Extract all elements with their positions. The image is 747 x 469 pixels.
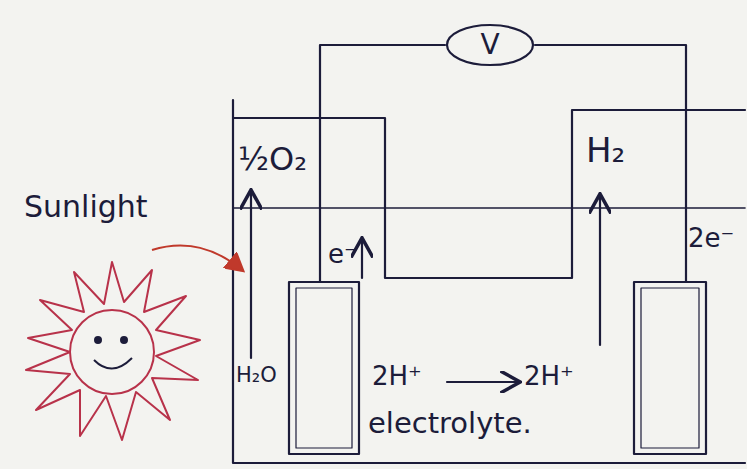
electron-label: 2e⁻ [688, 224, 734, 253]
light-label: Sunlight [24, 190, 148, 223]
cathode [634, 282, 706, 454]
wire-right [535, 45, 686, 282]
meter-symbol: V [480, 30, 499, 61]
cathode-inner [641, 288, 699, 448]
product-label: ½O₂ [238, 142, 307, 177]
reactant-label: H₂O [236, 364, 277, 387]
anode [289, 282, 359, 454]
electron-label: e⁻ [328, 240, 358, 269]
product-label: H₂ [586, 132, 625, 169]
wire-left [320, 45, 445, 282]
anode-inner [296, 288, 352, 448]
sun [26, 246, 242, 441]
liquid-level [233, 207, 745, 209]
cell-top [233, 110, 745, 278]
voltmeter: V [445, 23, 535, 67]
oxygen-arrow [250, 192, 252, 358]
sunlight-arrow [152, 246, 242, 271]
cell-container [233, 100, 745, 463]
proton-arrow [447, 381, 518, 383]
ion-label: 2H⁺ [372, 362, 422, 391]
electrolyte-label: electrolyte. [368, 408, 532, 440]
electron-arrow [361, 240, 363, 278]
ion-label: 2H⁺ [524, 362, 574, 391]
hydrogen-arrow [599, 196, 601, 345]
